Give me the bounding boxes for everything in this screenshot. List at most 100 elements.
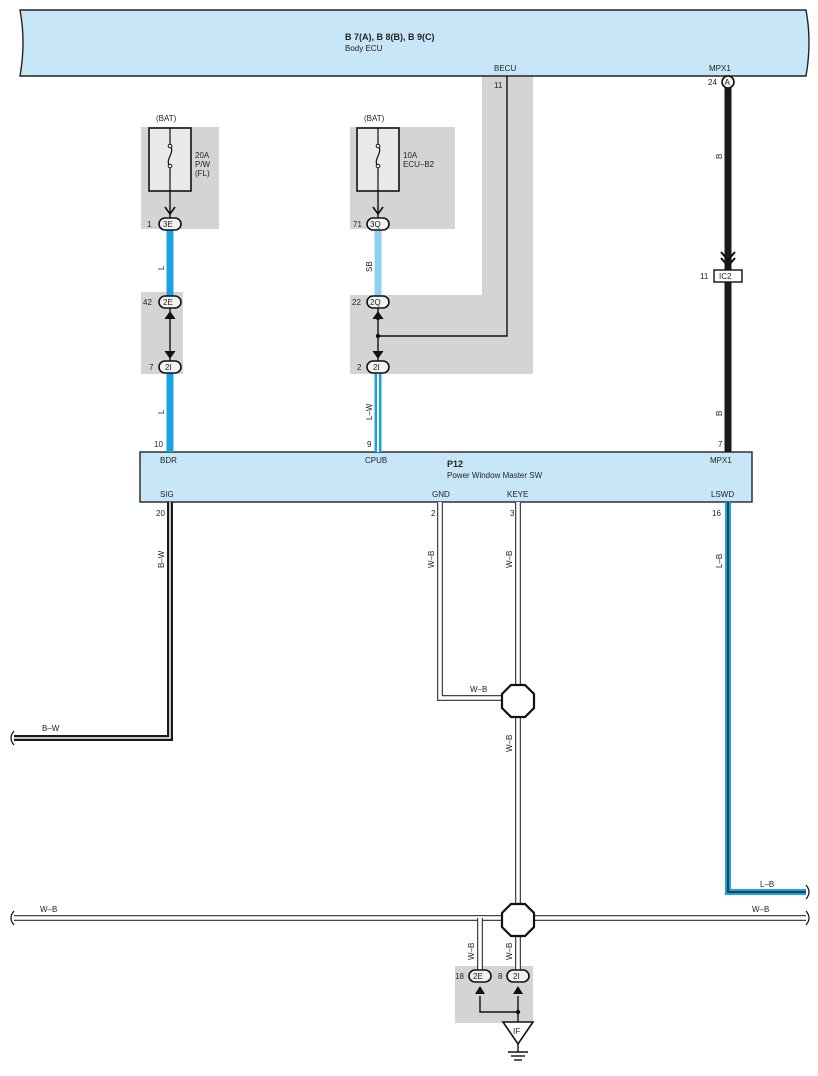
wire-becu bbox=[378, 76, 508, 337]
connector-2e-bottom-pin: 18 bbox=[455, 972, 464, 981]
connector-3e-code: 3E bbox=[163, 220, 173, 229]
arrow-down-icon bbox=[720, 251, 736, 262]
fuse-right-name1: ECU–B2 bbox=[403, 160, 435, 169]
connector-2e-bottom-code: 2E bbox=[473, 972, 483, 981]
connector-2e-top-pin: 42 bbox=[143, 298, 152, 307]
body-ecu-box bbox=[19, 9, 810, 77]
fuse-right-source: (BAT) bbox=[364, 114, 385, 123]
pin-gnd-num: 2 bbox=[431, 509, 436, 518]
master-switch-code: P12 bbox=[447, 459, 463, 469]
pin-cpub-num: 9 bbox=[367, 440, 372, 449]
arrow-down-icon bbox=[164, 206, 176, 216]
label-wire-w-b-right-exit: W–B bbox=[752, 905, 769, 914]
junction-dot bbox=[375, 333, 381, 339]
connector-2i-left-pin: 7 bbox=[149, 363, 154, 372]
label-wire-l-upper: L bbox=[157, 265, 166, 270]
break-mark-icon bbox=[805, 884, 810, 900]
break-mark-icon bbox=[805, 910, 810, 926]
pin-bdr-num: 10 bbox=[154, 440, 163, 449]
break-mark-icon bbox=[10, 910, 15, 926]
label-wire-w-b-gnd: W–B bbox=[427, 551, 436, 568]
connector-2i-left bbox=[158, 360, 182, 374]
connector-2e-bottom bbox=[468, 969, 492, 983]
connector-a-pin: 24 bbox=[708, 78, 717, 87]
body-ecu-pin-becu-label: BECU bbox=[494, 64, 516, 73]
connector-2i-mid-code: 2I bbox=[373, 363, 380, 372]
connector-2i-bottom-pin: 8 bbox=[498, 972, 503, 981]
connector-2q bbox=[366, 295, 390, 309]
label-wire-l-b-vertical: L–B bbox=[715, 554, 724, 568]
connector-2e-top-code: 2E bbox=[163, 298, 173, 307]
pin-mpx1-label: MPX1 bbox=[710, 456, 732, 465]
connector-3e-pin: 1 bbox=[147, 220, 152, 229]
connector-ic2-code: IC2 bbox=[719, 272, 732, 281]
arrow-up-icon bbox=[372, 311, 384, 320]
label-wire-w-b-left-exit: W–B bbox=[40, 905, 57, 914]
fuse-left-source: (BAT) bbox=[156, 114, 177, 123]
ground-point-icon bbox=[501, 1021, 535, 1046]
connector-2q-pin: 22 bbox=[352, 298, 361, 307]
label-wire-w-b-keye: W–B bbox=[505, 551, 514, 568]
body-ecu-title: B 7(A), B 8(B), B 9(C) bbox=[345, 32, 435, 42]
label-wire-w-b-drop-right: W–B bbox=[505, 943, 514, 960]
label-wire-l-lower: L bbox=[157, 409, 166, 414]
connector-2q-code: 2Q bbox=[370, 298, 381, 307]
arrow-down-icon bbox=[372, 350, 384, 359]
connector-3q bbox=[366, 217, 390, 231]
fuse-left-terminal-icon bbox=[167, 143, 173, 149]
label-wire-b-upper: B bbox=[715, 154, 724, 159]
label-wire-b-lower: B bbox=[715, 411, 724, 416]
fuse-left-name1: P/W bbox=[195, 160, 211, 169]
label-wire-b-w-exit: B–W bbox=[42, 724, 60, 733]
fuse-left-rating: 20A bbox=[195, 151, 210, 160]
ground-code: IF bbox=[513, 1027, 520, 1036]
shade-junction-right bbox=[350, 76, 533, 374]
pin-lswd-label: LSWD bbox=[711, 490, 734, 499]
master-switch-name: Power Window Master SW bbox=[447, 471, 543, 480]
arrow-up-icon bbox=[475, 986, 485, 994]
pin-cpub-label: CPUB bbox=[365, 456, 387, 465]
pin-gnd-label: GND bbox=[432, 490, 450, 499]
becu-pin-num: 11 bbox=[494, 81, 503, 90]
connector-2i-mid-pin: 2 bbox=[357, 363, 362, 372]
connector-ic2-pin: 11 bbox=[700, 272, 709, 281]
fuse-right: (BAT) 10A ECU–B2 bbox=[356, 114, 435, 192]
arrow-down-icon bbox=[164, 350, 176, 359]
arrow-down-icon bbox=[720, 257, 736, 268]
body-ecu-name: Body ECU bbox=[345, 44, 383, 53]
power-window-master-switch: P12 Power Window Master SW BDR CPUB MPX1… bbox=[139, 451, 753, 503]
connector-3q-pin: 71 bbox=[353, 220, 362, 229]
arrow-up-icon bbox=[513, 986, 523, 994]
body-ecu-pin-mpx1-label: MPX1 bbox=[709, 64, 731, 73]
break-mark-icon bbox=[10, 730, 15, 746]
connector-2i-bottom-code: 2I bbox=[513, 972, 520, 981]
body-ecu: B 7(A), B 8(B), B 9(C) Body ECU BECU MPX… bbox=[19, 9, 810, 77]
fuse-right-terminal-icon bbox=[375, 163, 381, 169]
wire-w-b-gnd bbox=[437, 502, 508, 701]
pin-keye-label: KEYE bbox=[507, 490, 528, 499]
splice-junction-icon bbox=[500, 683, 536, 719]
label-wire-sb: SB bbox=[365, 261, 374, 272]
arrow-up-icon bbox=[164, 311, 176, 320]
connector-2i-bottom bbox=[506, 969, 530, 983]
label-wire-w-b-drop-left: W–B bbox=[467, 943, 476, 960]
wire-b-w bbox=[14, 502, 173, 741]
pin-bdr-label: BDR bbox=[160, 456, 177, 465]
label-wire-w-b-mid: W–B bbox=[505, 735, 514, 752]
connector-3e bbox=[158, 217, 182, 231]
master-switch-box bbox=[139, 451, 753, 503]
arrow-down-icon bbox=[372, 206, 384, 216]
connector-a-code: A bbox=[725, 78, 731, 87]
pin-mpx1-num: 7 bbox=[718, 440, 723, 449]
label-wire-l-b-exit: L–B bbox=[760, 880, 774, 889]
connector-2e-top bbox=[158, 295, 182, 309]
pin-sig-label: SIG bbox=[160, 490, 174, 499]
connector-2i-left-code: 2I bbox=[165, 363, 172, 372]
pin-sig-num: 20 bbox=[156, 509, 165, 518]
label-wire-l-w: L–W bbox=[365, 403, 374, 420]
label-wire-b-w-vertical: B–W bbox=[157, 550, 166, 568]
pin-lswd-num: 16 bbox=[712, 509, 721, 518]
fuse-left-name2: (FL) bbox=[195, 169, 210, 178]
splice-junction-icon bbox=[500, 902, 536, 938]
